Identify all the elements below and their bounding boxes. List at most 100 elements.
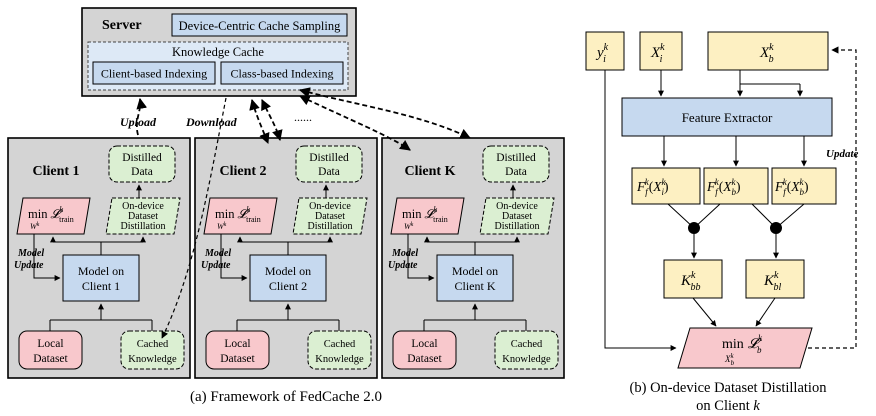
- model-update-2: Update: [14, 260, 44, 271]
- local-label-2: Dataset: [33, 353, 68, 365]
- model-label-2: Client 1: [82, 279, 120, 293]
- model-label-2: Client 2: [269, 279, 307, 293]
- client2-link: [249, 98, 283, 145]
- odd-label-3: Distillation: [308, 221, 353, 232]
- odd-box: [292, 197, 368, 235]
- distilled-label-1: Distilled: [309, 152, 349, 164]
- model-update-2: Update: [388, 260, 418, 271]
- cached-label-1: Cached: [137, 339, 169, 350]
- class-indexing-box: [220, 61, 344, 85]
- train-loss-under: Wk: [404, 222, 414, 231]
- local-label-1: Local: [224, 338, 250, 350]
- cache-sampling-box: [171, 13, 348, 37]
- distilled-label-1: Distilled: [122, 152, 162, 164]
- distill-loss-box: [677, 327, 813, 369]
- caption-left: (a) Framework of FedCache 2.0: [190, 389, 382, 405]
- local-label-1: Local: [411, 338, 437, 350]
- odd-label-3: Distillation: [495, 221, 540, 232]
- model-update-2: Update: [201, 260, 231, 271]
- distilled-label-2: Data: [131, 166, 153, 178]
- upload-link: Upload: [120, 97, 157, 136]
- odd-label-3: Distillation: [121, 221, 166, 232]
- local-label-2: Dataset: [407, 353, 442, 365]
- more-clients-dots: ......: [294, 110, 312, 124]
- server-box: Server Device-Centric Cache Sampling Kno…: [81, 7, 357, 97]
- caption-right-line1: (b) On-device Dataset Distillation: [630, 380, 828, 396]
- caption-right-line2: on Client k: [696, 398, 760, 414]
- upload-label: Upload: [120, 115, 157, 129]
- client-title: Client 1: [32, 164, 79, 179]
- distilled-label-2: Data: [505, 166, 527, 178]
- feature-extractor-label: Feature Extractor: [682, 110, 773, 125]
- kbb-box: [663, 259, 723, 299]
- cached-label-2: Knowledge: [128, 354, 177, 365]
- cached-knowledge-box: [307, 330, 372, 370]
- feature-box-1: [631, 167, 701, 205]
- train-loss-box: [203, 197, 278, 235]
- feature-box-3: [771, 167, 837, 205]
- train-loss-box: [16, 197, 91, 235]
- input-xi-box: [639, 31, 683, 71]
- download-link: Download: [161, 97, 238, 339]
- clientk-link: [298, 87, 471, 151]
- model-update-1: Model: [204, 248, 231, 259]
- client-indexing-box: [92, 61, 216, 85]
- train-loss-under: Wk: [30, 222, 40, 231]
- model-box: [249, 254, 327, 302]
- model-update-1: Model: [17, 248, 44, 259]
- cached-label-2: Knowledge: [502, 354, 551, 365]
- local-label-2: Dataset: [220, 353, 255, 365]
- odd-label-1: On-device: [122, 201, 164, 212]
- model-label-1: Model on: [78, 264, 124, 278]
- cached-knowledge-box: [120, 330, 185, 370]
- cache-sampling-label: Device-Centric Cache Sampling: [179, 19, 341, 33]
- server-title: Server: [102, 18, 142, 33]
- odd-box: [479, 197, 555, 235]
- odd-label-2: Dataset: [128, 211, 158, 222]
- model-box: [436, 254, 514, 302]
- kbl-box: [745, 259, 805, 299]
- feature-box-2: [703, 167, 769, 205]
- feature-extractor-box: [621, 97, 833, 137]
- distilled-label-2: Data: [318, 166, 340, 178]
- combine-node-bb: [688, 222, 700, 234]
- local-label-1: Local: [37, 338, 63, 350]
- input-xb-box: [707, 31, 829, 71]
- download-label: Download: [185, 115, 238, 129]
- odd-label-1: On-device: [496, 201, 538, 212]
- odd-label-1: On-device: [309, 201, 351, 212]
- knowledge-cache-label: Knowledge Cache: [172, 45, 264, 59]
- model-update-1: Model: [391, 248, 418, 259]
- distilled-data-box: [108, 145, 176, 183]
- combine-node-bl: [770, 222, 782, 234]
- model-box: [62, 254, 140, 302]
- cached-label-1: Cached: [324, 339, 356, 350]
- class-indexing-label: Class-based Indexing: [231, 67, 334, 81]
- client-indexing-label: Client-based Indexing: [101, 67, 207, 81]
- odd-box: [105, 197, 181, 235]
- cached-label-1: Cached: [511, 339, 543, 350]
- train-loss-box: [390, 197, 465, 235]
- odd-label-2: Dataset: [502, 211, 532, 222]
- update-label: Update: [826, 148, 859, 160]
- distilled-data-box: [482, 145, 550, 183]
- model-label-1: Model on: [452, 264, 498, 278]
- client-title: Client K: [405, 164, 456, 179]
